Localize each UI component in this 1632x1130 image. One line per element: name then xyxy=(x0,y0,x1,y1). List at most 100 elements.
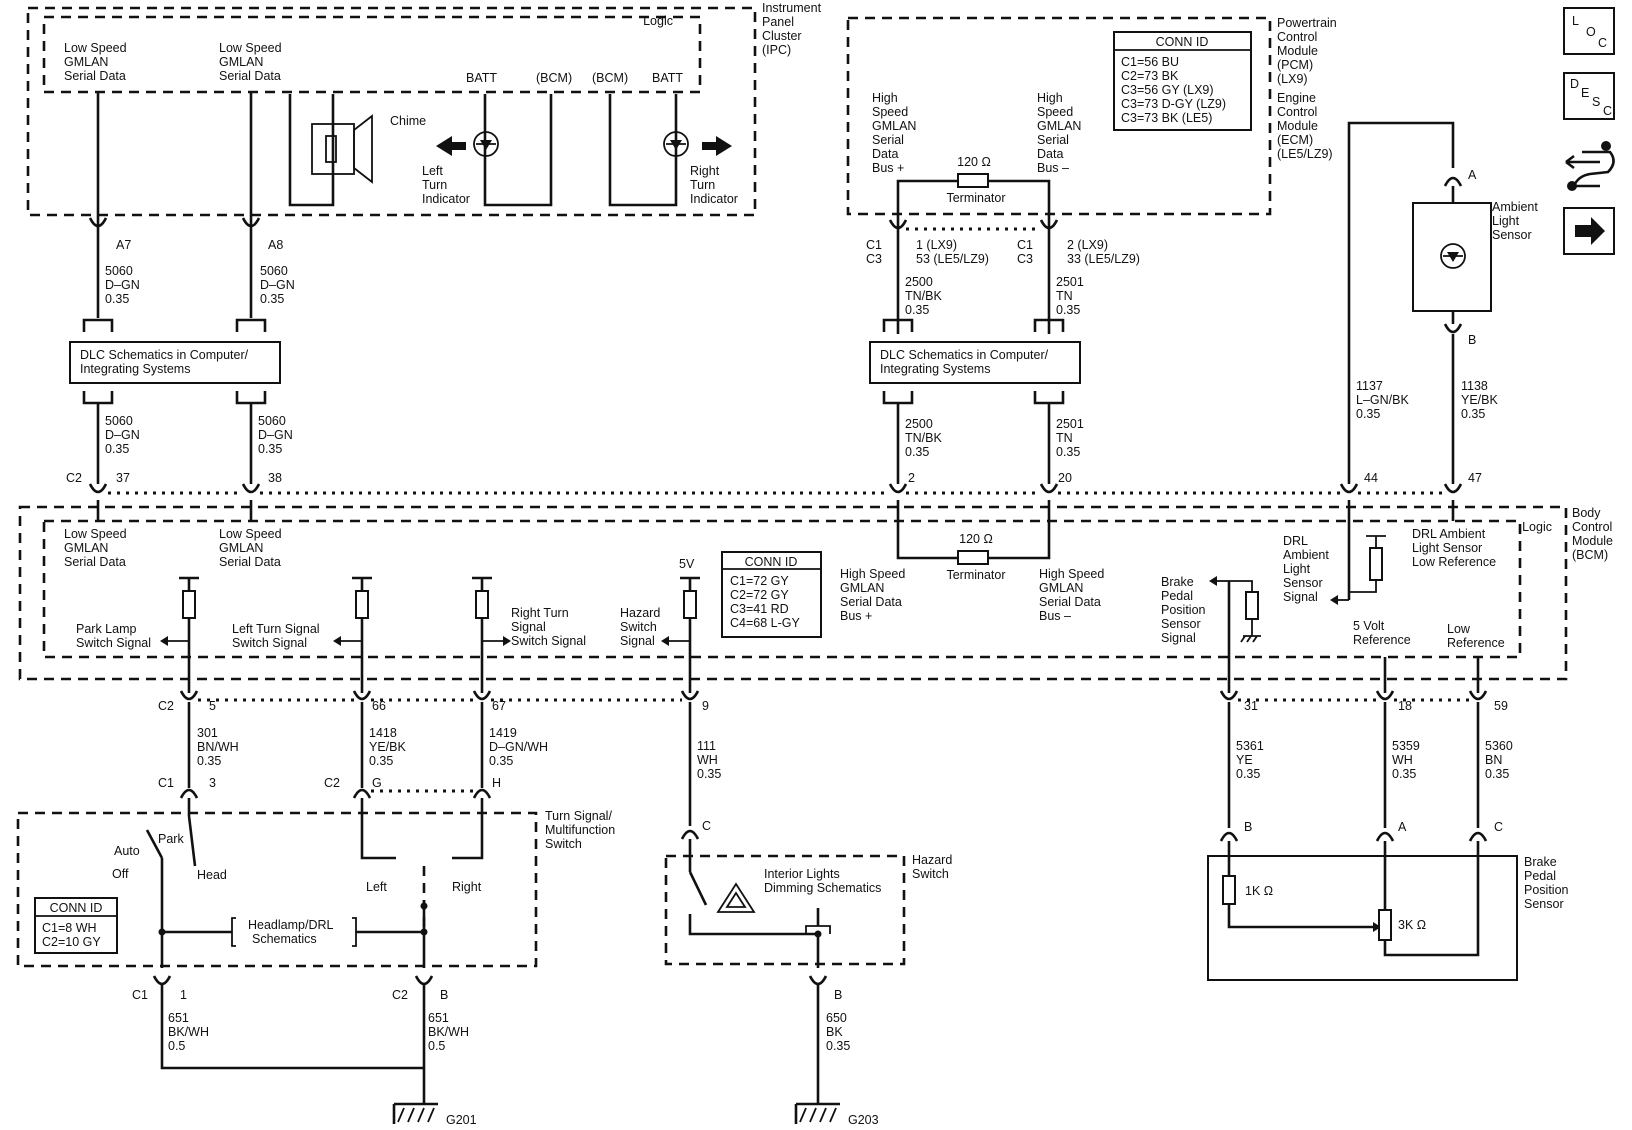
lower-wires: 301 BN/WH 0.35 1418 YE/BK 0.35 1419 D–GN… xyxy=(187,702,1516,828)
ipc-batt-2: BATT xyxy=(652,71,683,85)
brake-signal-input: Brake Pedal Position Sensor Signal xyxy=(1161,575,1261,693)
dlc-label-left[interactable]: DLC Schematics in Computer/ Integrating … xyxy=(80,348,252,376)
pin-2: 2 xyxy=(908,471,915,485)
brake-sensor-name: Brake Pedal Position Sensor xyxy=(1524,855,1572,911)
ambient-light-sensor: A Ambient Light Sensor B 1137 L–GN/BK 0.… xyxy=(1339,121,1538,494)
wire-5361: 5361 YE 0.35 xyxy=(1236,739,1267,781)
brake-r1-label: 1K Ω xyxy=(1245,884,1273,898)
ground-g201-label: G201 xyxy=(446,1113,477,1127)
conn-c2-low: C2 xyxy=(158,699,174,713)
sw-conn-c2: C2 xyxy=(324,776,340,790)
brake-r2-label: 3K Ω xyxy=(1398,918,1426,932)
right-signal-label: Right Turn Signal Switch Signal xyxy=(511,606,586,648)
bcm-lsgmlan-label-2: Low Speed GMLAN Serial Data xyxy=(219,527,285,569)
legend-icons: L O C D E S C xyxy=(1563,7,1615,255)
pcm-conn-id-title: CONN ID xyxy=(1156,35,1209,49)
pcm-conn-c3-a: C3 xyxy=(866,252,882,266)
pin-47: 47 xyxy=(1468,471,1482,485)
wire-5360: 5360 BN 0.35 xyxy=(1485,739,1516,781)
hazard-switch: C Hazard Switch Interior Lights Dimming … xyxy=(664,819,956,1127)
br-pin-a: A xyxy=(1398,820,1407,834)
gnd-pin-b: B xyxy=(440,988,448,1002)
bcm-hs-plus-label: High Speed GMLAN Serial Data Bus + xyxy=(840,567,909,623)
photodiode-icon xyxy=(1440,243,1466,269)
sw-pin-g: G xyxy=(372,776,382,790)
harness-routing-icon[interactable] xyxy=(1565,141,1615,191)
bcm-5v-label: 5V xyxy=(679,557,695,571)
bcm-name: Body Control Module (BCM) xyxy=(1572,506,1616,562)
turn-switch-name: Turn Signal/ Multifunction Switch xyxy=(545,809,619,851)
wire-2501-a: 2501 TN 0.35 xyxy=(1056,275,1087,317)
description-icon[interactable]: D E S C xyxy=(1563,72,1615,120)
wire-5060-b: 5060 D–GN 0.35 xyxy=(260,264,298,306)
pin-59: 59 xyxy=(1494,699,1508,713)
next-page-arrow-icon[interactable] xyxy=(1563,207,1615,255)
ipc-bcm-2: (BCM) xyxy=(592,71,628,85)
sw-pin-3: 3 xyxy=(209,776,216,790)
wire-1419: 1419 D–GN/WH 0.35 xyxy=(489,726,552,768)
interior-lights-label[interactable]: Interior Lights Dimming Schematics xyxy=(764,867,881,895)
dlc-label-right[interactable]: DLC Schematics in Computer/ Integrating … xyxy=(880,348,1052,376)
left-signal-input: Left Turn Signal Switch Signal xyxy=(232,576,372,693)
ipc-lsgmlan-label-2: Low Speed GMLAN Serial Data xyxy=(219,41,285,83)
ipc-name: Instrument Panel Cluster (IPC) xyxy=(762,1,825,57)
svg-text:C: C xyxy=(1598,36,1607,50)
svg-text:L: L xyxy=(1572,14,1579,28)
wire-1137: 1137 L–GN/BK 0.35 xyxy=(1356,379,1412,421)
park-lamp-label: Park Lamp Switch Signal xyxy=(76,622,151,650)
locator-icon[interactable]: L O C xyxy=(1563,7,1615,55)
pcm-pin-b1: 2 (LX9) xyxy=(1067,238,1108,252)
switch-left-label: Left xyxy=(366,880,387,894)
conn-a8: A8 xyxy=(268,238,283,252)
svg-text:C: C xyxy=(1603,104,1612,118)
sw-pin-h: H xyxy=(492,776,501,790)
pcm-conn-id-box xyxy=(1113,31,1252,131)
hz-pin-c: C xyxy=(702,819,711,833)
pcm-pin-b2: 33 (LE5/LZ9) xyxy=(1067,252,1140,266)
bcm-resistor-value: 120 Ω xyxy=(959,532,993,546)
amb-pin-a: A xyxy=(1468,168,1477,182)
left-turn-indicator-label: Left Turn Indicator xyxy=(422,164,470,206)
pcm-pin-a2: 53 (LE5/LZ9) xyxy=(916,252,989,266)
wire-5060-a: 5060 D–GN 0.35 xyxy=(105,264,143,306)
left-turn-lamp-icon xyxy=(473,131,499,157)
sw-conn-c1: C1 xyxy=(158,776,174,790)
wire-651-b: 651 BK/WH 0.5 xyxy=(428,1011,472,1053)
ground-g203-icon xyxy=(794,1102,840,1124)
hazard-switch-name: Hazard Switch xyxy=(912,853,956,881)
drl-signal-label: DRL Ambient Light Sensor Signal xyxy=(1283,534,1332,604)
bcm-terminator-label: Terminator xyxy=(946,568,1005,582)
dlc-box-left[interactable] xyxy=(69,341,281,384)
headlamp-drl-label[interactable]: Headlamp/DRL Schematics xyxy=(248,918,336,946)
drl-sensor-input: DRL Ambient Light Sensor Signal DRL Ambi… xyxy=(1283,527,1496,605)
wire-650: 650 BK 0.35 xyxy=(826,1011,850,1053)
pcm-name: Powertrain Control Module (PCM) (LX9) En… xyxy=(1277,16,1340,161)
pcm-hs-plus-label: High Speed GMLAN Serial Data Bus + xyxy=(872,91,920,175)
pcm-resistor-value: 120 Ω xyxy=(957,155,991,169)
gnd-pin-1: 1 xyxy=(180,988,187,1002)
switch-auto-label: Auto xyxy=(114,844,140,858)
wire-301: 301 BN/WH 0.35 xyxy=(197,726,242,768)
wire-1418: 1418 YE/BK 0.35 xyxy=(369,726,409,768)
right-arrow-icon xyxy=(702,136,732,156)
ipc-lsgmlan-label-1: Low Speed GMLAN Serial Data xyxy=(64,41,130,83)
right-turn-indicator-label: Right Turn Indicator xyxy=(690,164,738,206)
wire-2500-a: 2500 TN/BK 0.35 xyxy=(905,275,945,317)
pcm-module: Powertrain Control Module (PCM) (LX9) En… xyxy=(846,16,1340,222)
dlc-box-right[interactable] xyxy=(869,341,1081,384)
bcm-module: Logic Body Control Module (BCM) Low Spee… xyxy=(18,491,1616,693)
amb-pin-b: B xyxy=(1468,333,1476,347)
hazard-triangle-icon xyxy=(716,882,756,913)
pin-38: 38 xyxy=(268,471,282,485)
ipc-batt-1: BATT xyxy=(466,71,497,85)
wire-111: 111 WH 0.35 xyxy=(697,739,721,781)
svg-text:E: E xyxy=(1581,86,1589,100)
wire-651-a: 651 BK/WH 0.5 xyxy=(168,1011,212,1053)
pcm-terminator-label: Terminator xyxy=(946,191,1005,205)
chime-speaker-icon xyxy=(353,114,373,184)
right-turn-lamp-icon xyxy=(663,131,689,157)
pin-18: 18 xyxy=(1398,699,1412,713)
br-pin-b: B xyxy=(1244,820,1252,834)
switch-conn-id-rows: C1=8 WH C2=10 GY xyxy=(42,921,101,949)
pin-20: 20 xyxy=(1058,471,1072,485)
